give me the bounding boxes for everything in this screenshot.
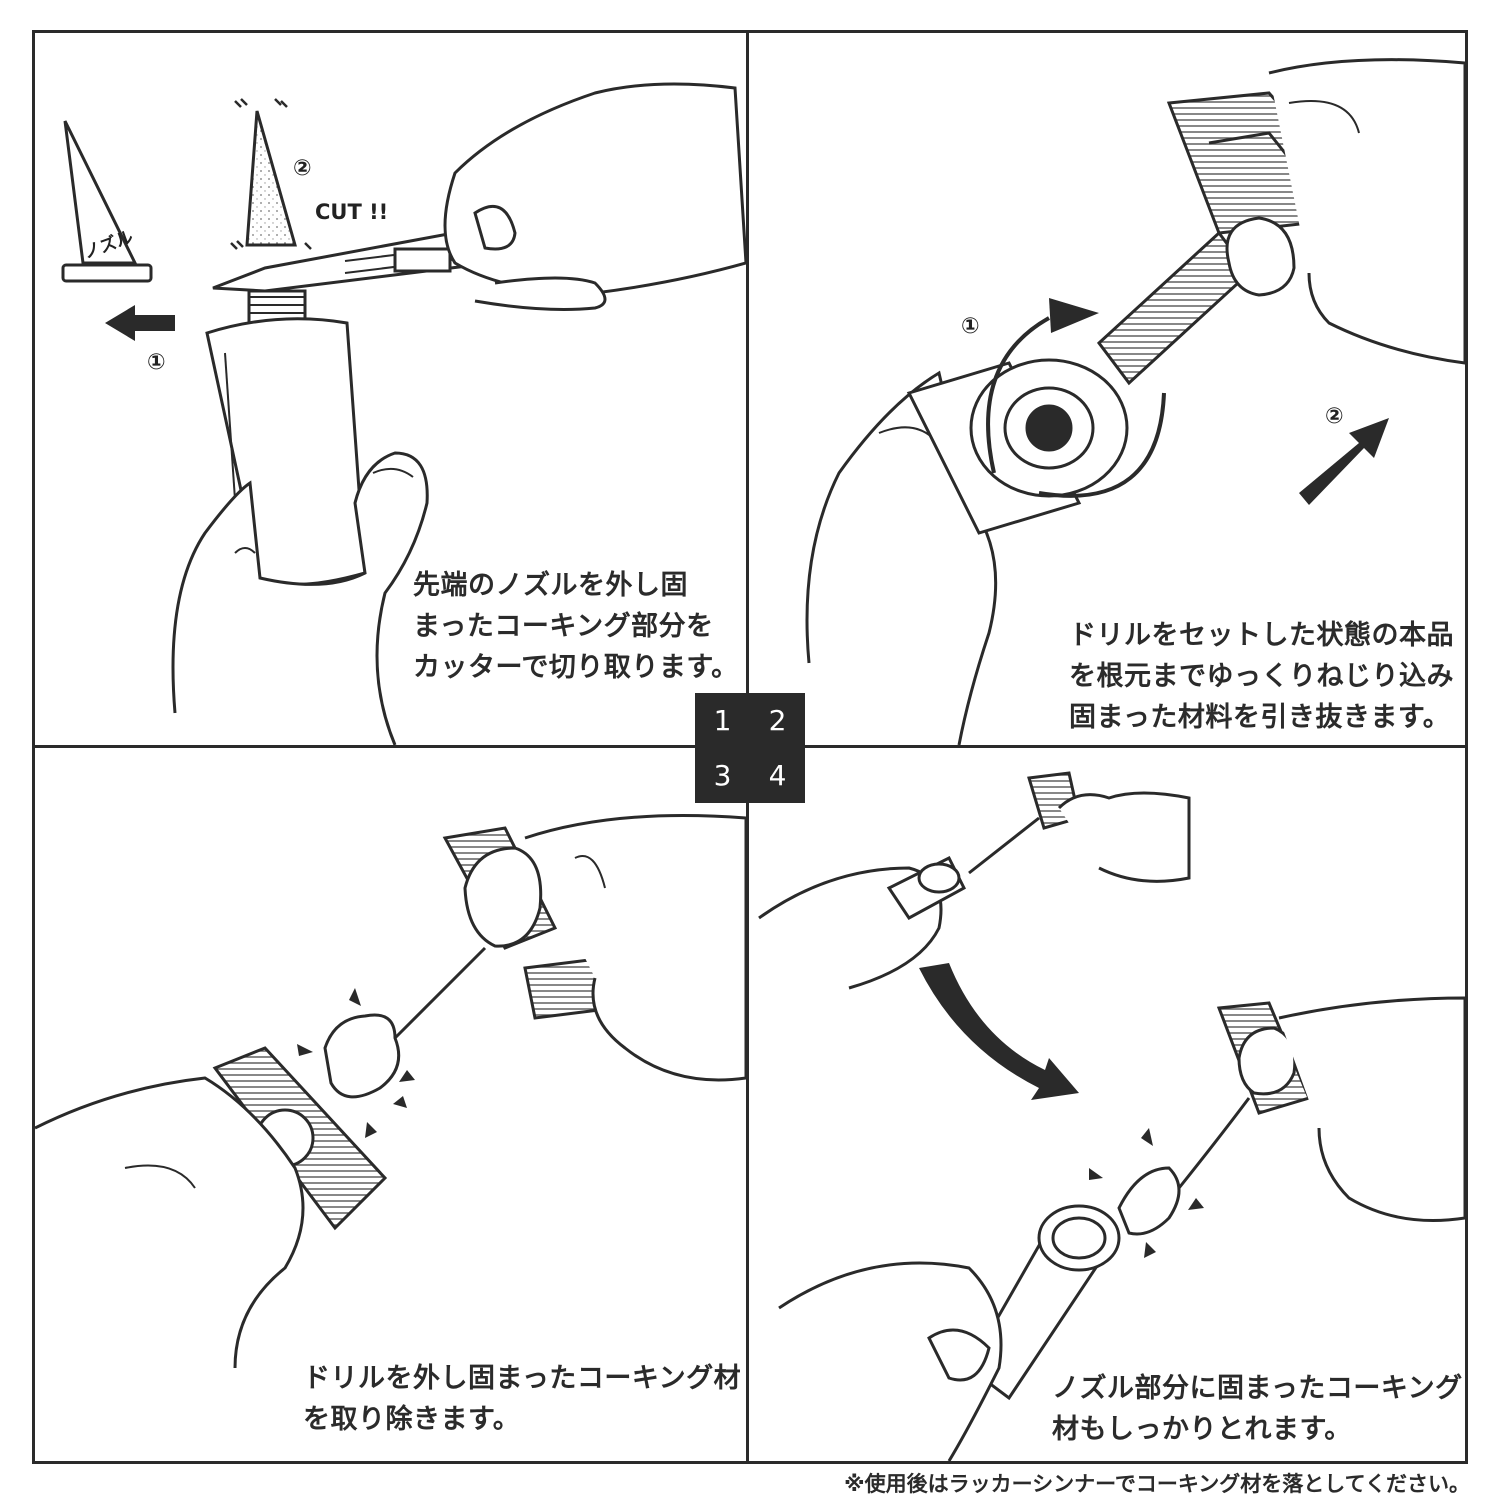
step-number-3: 3	[713, 759, 732, 792]
motion-marks	[230, 98, 312, 250]
top-nozzle-scene	[758, 771, 1191, 990]
panel-1-illustration: ノズル ① ② CUT !!	[61, 82, 746, 745]
caulk-lump	[323, 1013, 401, 1099]
caption-step-3: ドリルを外し固まったコーキング材 を取り除きます。	[303, 1358, 741, 1440]
rotation-arrow-icon	[986, 316, 1166, 498]
nozzle-shape	[61, 120, 153, 283]
hand-holding-tool-body	[35, 1076, 305, 1369]
panel-step-2: ① ② ドリルをセットした状態の本品 を根元までゆっくりねじり込み 固まった材料…	[749, 33, 1465, 745]
footnote: ※使用後はラッカーシンナーでコーキング材を落としてください。	[844, 1472, 1470, 1496]
caulk-piece	[1117, 1166, 1181, 1236]
step-number-1: 1	[713, 704, 732, 737]
drill-wire	[393, 946, 487, 1040]
caption-step-1: 先端のノズルを外し固 まったコーキング部分を カッターで切り取ります。	[413, 565, 739, 688]
caption-line: 材もしっかりとれます。	[1052, 1414, 1352, 1445]
caption-line: まったコーキング部分を	[413, 611, 714, 642]
rotation-arrowhead-icon	[1049, 298, 1099, 333]
panel-3-illustration	[35, 814, 746, 1369]
burst-marks	[1089, 1128, 1204, 1258]
step-number-4: 4	[768, 759, 787, 792]
panel-step-1: ノズル ① ② CUT !!	[35, 33, 746, 745]
caption-line: ノズル部分に固まったコーキング	[1052, 1373, 1463, 1404]
arrow-left-icon	[105, 305, 175, 341]
hand-holding-drill	[463, 814, 746, 1082]
caption-step-4: ノズル部分に固まったコーキング 材もしっかりとれます。	[1052, 1368, 1463, 1450]
caption-line: ドリルをセットした状態の本品	[1069, 620, 1454, 651]
marker-1-remove: ①	[147, 350, 166, 375]
panel-2-illustration: ① ②	[805, 58, 1465, 745]
hand-holding-drill	[1237, 996, 1465, 1222]
caption-line: を取り除きます。	[303, 1404, 521, 1435]
step-number-box: 1 2 3 4	[695, 693, 805, 803]
panel-step-4: ノズル部分に固まったコーキング 材もしっかりとれます。	[749, 748, 1465, 1461]
hand-holding-cartridge	[171, 451, 429, 745]
hand-holding-cutter	[443, 82, 746, 311]
caption-line: を根元までゆっくりねじり込み	[1069, 661, 1454, 692]
hand-holding-nozzle	[778, 1261, 1003, 1461]
burst-marks	[297, 988, 415, 1138]
marker-2-pull: ②	[1325, 404, 1344, 429]
marker-1-twist: ①	[961, 314, 980, 339]
cut-tip-shape	[245, 110, 297, 247]
panel-4-illustration	[758, 771, 1465, 1461]
drill-wire	[1177, 1097, 1251, 1189]
arrow-down-icon	[919, 963, 1079, 1100]
marker-2-cut: ②	[293, 156, 312, 181]
nozzle-cylinder	[906, 358, 1129, 535]
caption-line: カッターで切り取ります。	[413, 652, 739, 683]
cut-label: CUT !!	[315, 200, 388, 224]
arrow-pull-icon	[1299, 418, 1389, 505]
step-number-2: 2	[768, 704, 787, 737]
caption-line: ドリルを外し固まったコーキング材	[303, 1363, 742, 1394]
panel-step-3: ドリルを外し固まったコーキング材 を取り除きます。	[35, 748, 746, 1461]
caption-line: 先端のノズルを外し固	[413, 570, 688, 601]
caption-step-2: ドリルをセットした状態の本品 を根元までゆっくりねじり込み 固まった材料を引き抜…	[1069, 615, 1454, 738]
nozzle-with-caulk	[967, 1204, 1121, 1401]
caulk-cartridge	[205, 289, 367, 586]
caption-line: 固まった材料を引き抜きます。	[1069, 702, 1451, 733]
hand-holding-tool	[1225, 58, 1465, 365]
